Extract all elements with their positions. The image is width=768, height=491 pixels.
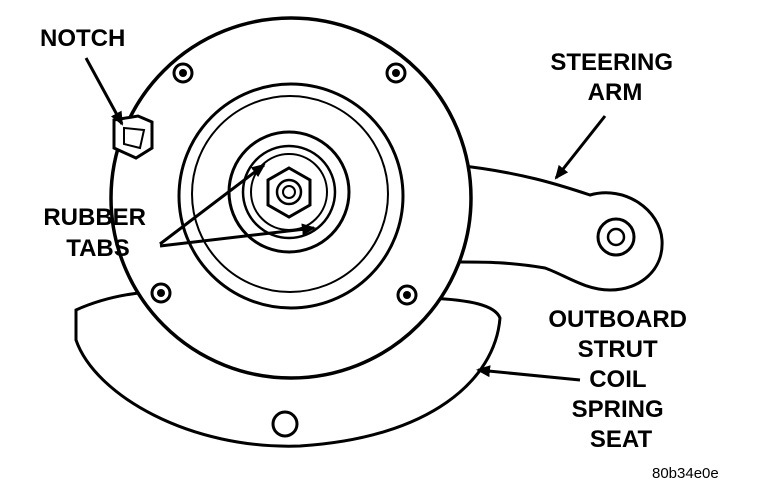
bolt-hole xyxy=(385,62,407,84)
spring-seat-arrow xyxy=(476,365,581,382)
figure-code: 80b34e0e xyxy=(652,465,719,482)
strut-plate xyxy=(109,16,473,380)
bolt-hole xyxy=(172,62,194,84)
label-outboard-seat: OUTBOARD STRUT COIL SPRING SEAT xyxy=(548,306,693,453)
steering-arm xyxy=(454,163,664,292)
rubber-tab-arrow-upper xyxy=(159,163,266,246)
rubber-tab-arrow-lower xyxy=(159,223,316,248)
bolt-hole xyxy=(396,284,418,306)
arm-hole-inner xyxy=(606,227,626,247)
notch-arrow xyxy=(84,57,124,126)
label-steering-arm: STEERING ARM xyxy=(550,49,679,106)
seat-hole xyxy=(271,410,299,438)
label-rubber-tabs: RUBBER TABS xyxy=(43,204,152,262)
bolt-hole xyxy=(150,282,172,304)
label-notch: NOTCH xyxy=(40,25,125,52)
steering-arm-arrow xyxy=(554,115,607,180)
